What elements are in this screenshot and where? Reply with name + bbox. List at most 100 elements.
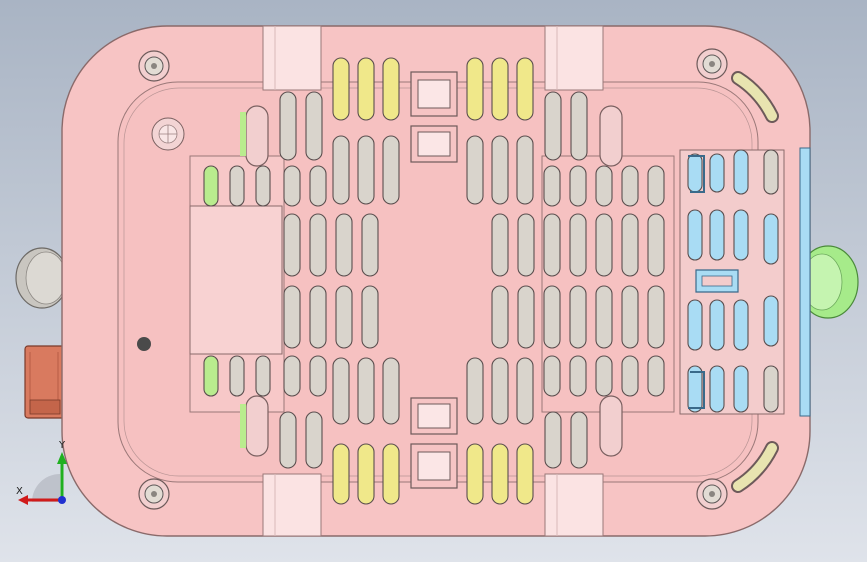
axis-x-label: X bbox=[16, 486, 23, 497]
vent-slot bbox=[544, 411, 562, 469]
vent-slot bbox=[466, 57, 484, 121]
vent-slot bbox=[491, 443, 509, 505]
round-boss bbox=[151, 117, 185, 151]
vent-slot bbox=[466, 135, 484, 205]
vent-slot bbox=[709, 209, 725, 261]
vent-slot bbox=[357, 135, 375, 205]
vent-slot bbox=[382, 357, 400, 425]
vent-slot bbox=[763, 213, 779, 265]
vent-slot bbox=[357, 57, 375, 121]
vent-slot bbox=[517, 213, 535, 277]
screw-top-left[interactable] bbox=[138, 50, 170, 82]
vent-slot bbox=[283, 285, 301, 349]
hook-slot-left-bottom bbox=[240, 395, 269, 457]
vent-slot bbox=[309, 285, 327, 349]
clip-bottom-upper bbox=[410, 397, 458, 435]
curved-slot-bottom-right bbox=[731, 441, 779, 493]
vent-slot bbox=[335, 285, 353, 349]
right-knob[interactable] bbox=[797, 245, 859, 319]
bottom-rib-left bbox=[262, 473, 322, 537]
vent-slot bbox=[569, 165, 587, 207]
vent-slot bbox=[709, 153, 725, 193]
vent-slot bbox=[283, 355, 301, 397]
vent-slot bbox=[229, 355, 245, 397]
vent-slot bbox=[255, 355, 271, 397]
vent-slot bbox=[332, 443, 350, 505]
vent-slots bbox=[203, 57, 665, 505]
vent-slot bbox=[516, 57, 534, 121]
vent-slot bbox=[361, 285, 379, 349]
vent-slot bbox=[647, 165, 665, 207]
vent-slot bbox=[305, 91, 323, 161]
axis-triad-graphic bbox=[18, 452, 67, 505]
top-rib-left bbox=[262, 25, 322, 91]
curved-slot-top-right bbox=[731, 71, 779, 123]
vent-slot bbox=[309, 213, 327, 277]
vent-slot bbox=[543, 285, 561, 349]
vent-slot bbox=[647, 355, 665, 397]
vent-slot bbox=[491, 57, 509, 121]
vent-slot bbox=[229, 165, 245, 207]
top-rib-right bbox=[544, 25, 604, 91]
vent-slot bbox=[687, 365, 703, 413]
blue-hook-middle bbox=[695, 269, 739, 293]
vent-slot bbox=[733, 149, 749, 195]
vent-slot bbox=[517, 285, 535, 349]
clip-top-lower bbox=[410, 125, 458, 163]
vent-slot bbox=[516, 357, 534, 425]
vent-slot bbox=[709, 365, 725, 413]
vent-slot bbox=[491, 285, 509, 349]
axis-triad: X Y bbox=[10, 440, 80, 510]
vent-slot bbox=[466, 357, 484, 425]
vent-slot bbox=[709, 299, 725, 351]
vent-slot bbox=[621, 285, 639, 349]
screw-top-right[interactable] bbox=[696, 48, 728, 80]
vent-slot bbox=[309, 355, 327, 397]
vent-slot bbox=[382, 57, 400, 121]
screw-bottom-right[interactable] bbox=[696, 478, 728, 510]
vent-slot bbox=[647, 285, 665, 349]
vent-slot bbox=[543, 355, 561, 397]
vent-slot bbox=[687, 153, 703, 193]
screw-bottom-left[interactable] bbox=[138, 478, 170, 510]
vent-slot bbox=[309, 165, 327, 207]
vent-slot bbox=[595, 355, 613, 397]
vent-slot bbox=[491, 213, 509, 277]
blue-slots bbox=[687, 149, 779, 413]
vent-slot bbox=[544, 91, 562, 161]
vent-slot bbox=[763, 149, 779, 195]
vent-slot bbox=[491, 135, 509, 205]
vent-slot bbox=[570, 91, 588, 161]
vent-slot bbox=[733, 299, 749, 351]
vent-slot bbox=[203, 355, 219, 397]
clip-top-upper bbox=[410, 71, 458, 117]
vent-slot bbox=[595, 213, 613, 277]
dark-dot bbox=[137, 337, 151, 351]
vent-slot bbox=[279, 411, 297, 469]
vent-slot bbox=[570, 411, 588, 469]
hook-slot-right-bottom bbox=[599, 395, 623, 457]
vent-slot bbox=[332, 357, 350, 425]
vent-slot bbox=[733, 209, 749, 261]
vent-slot bbox=[203, 165, 219, 207]
blue-hook-top bbox=[688, 155, 705, 193]
vent-slot bbox=[516, 443, 534, 505]
vent-slot bbox=[279, 91, 297, 161]
vent-slot bbox=[332, 57, 350, 121]
vent-slot bbox=[382, 135, 400, 205]
vent-slot bbox=[569, 213, 587, 277]
vent-slot bbox=[283, 165, 301, 207]
vent-slot bbox=[543, 165, 561, 207]
vent-slot bbox=[516, 135, 534, 205]
hook-slot-right-top bbox=[599, 105, 623, 167]
left-knob[interactable] bbox=[15, 247, 69, 309]
vent-slot bbox=[466, 443, 484, 505]
vent-slot bbox=[361, 213, 379, 277]
vent-slot bbox=[595, 285, 613, 349]
vent-slot bbox=[335, 213, 353, 277]
vent-slot bbox=[357, 443, 375, 505]
left-connector[interactable] bbox=[24, 345, 66, 419]
vent-slot bbox=[491, 357, 509, 425]
